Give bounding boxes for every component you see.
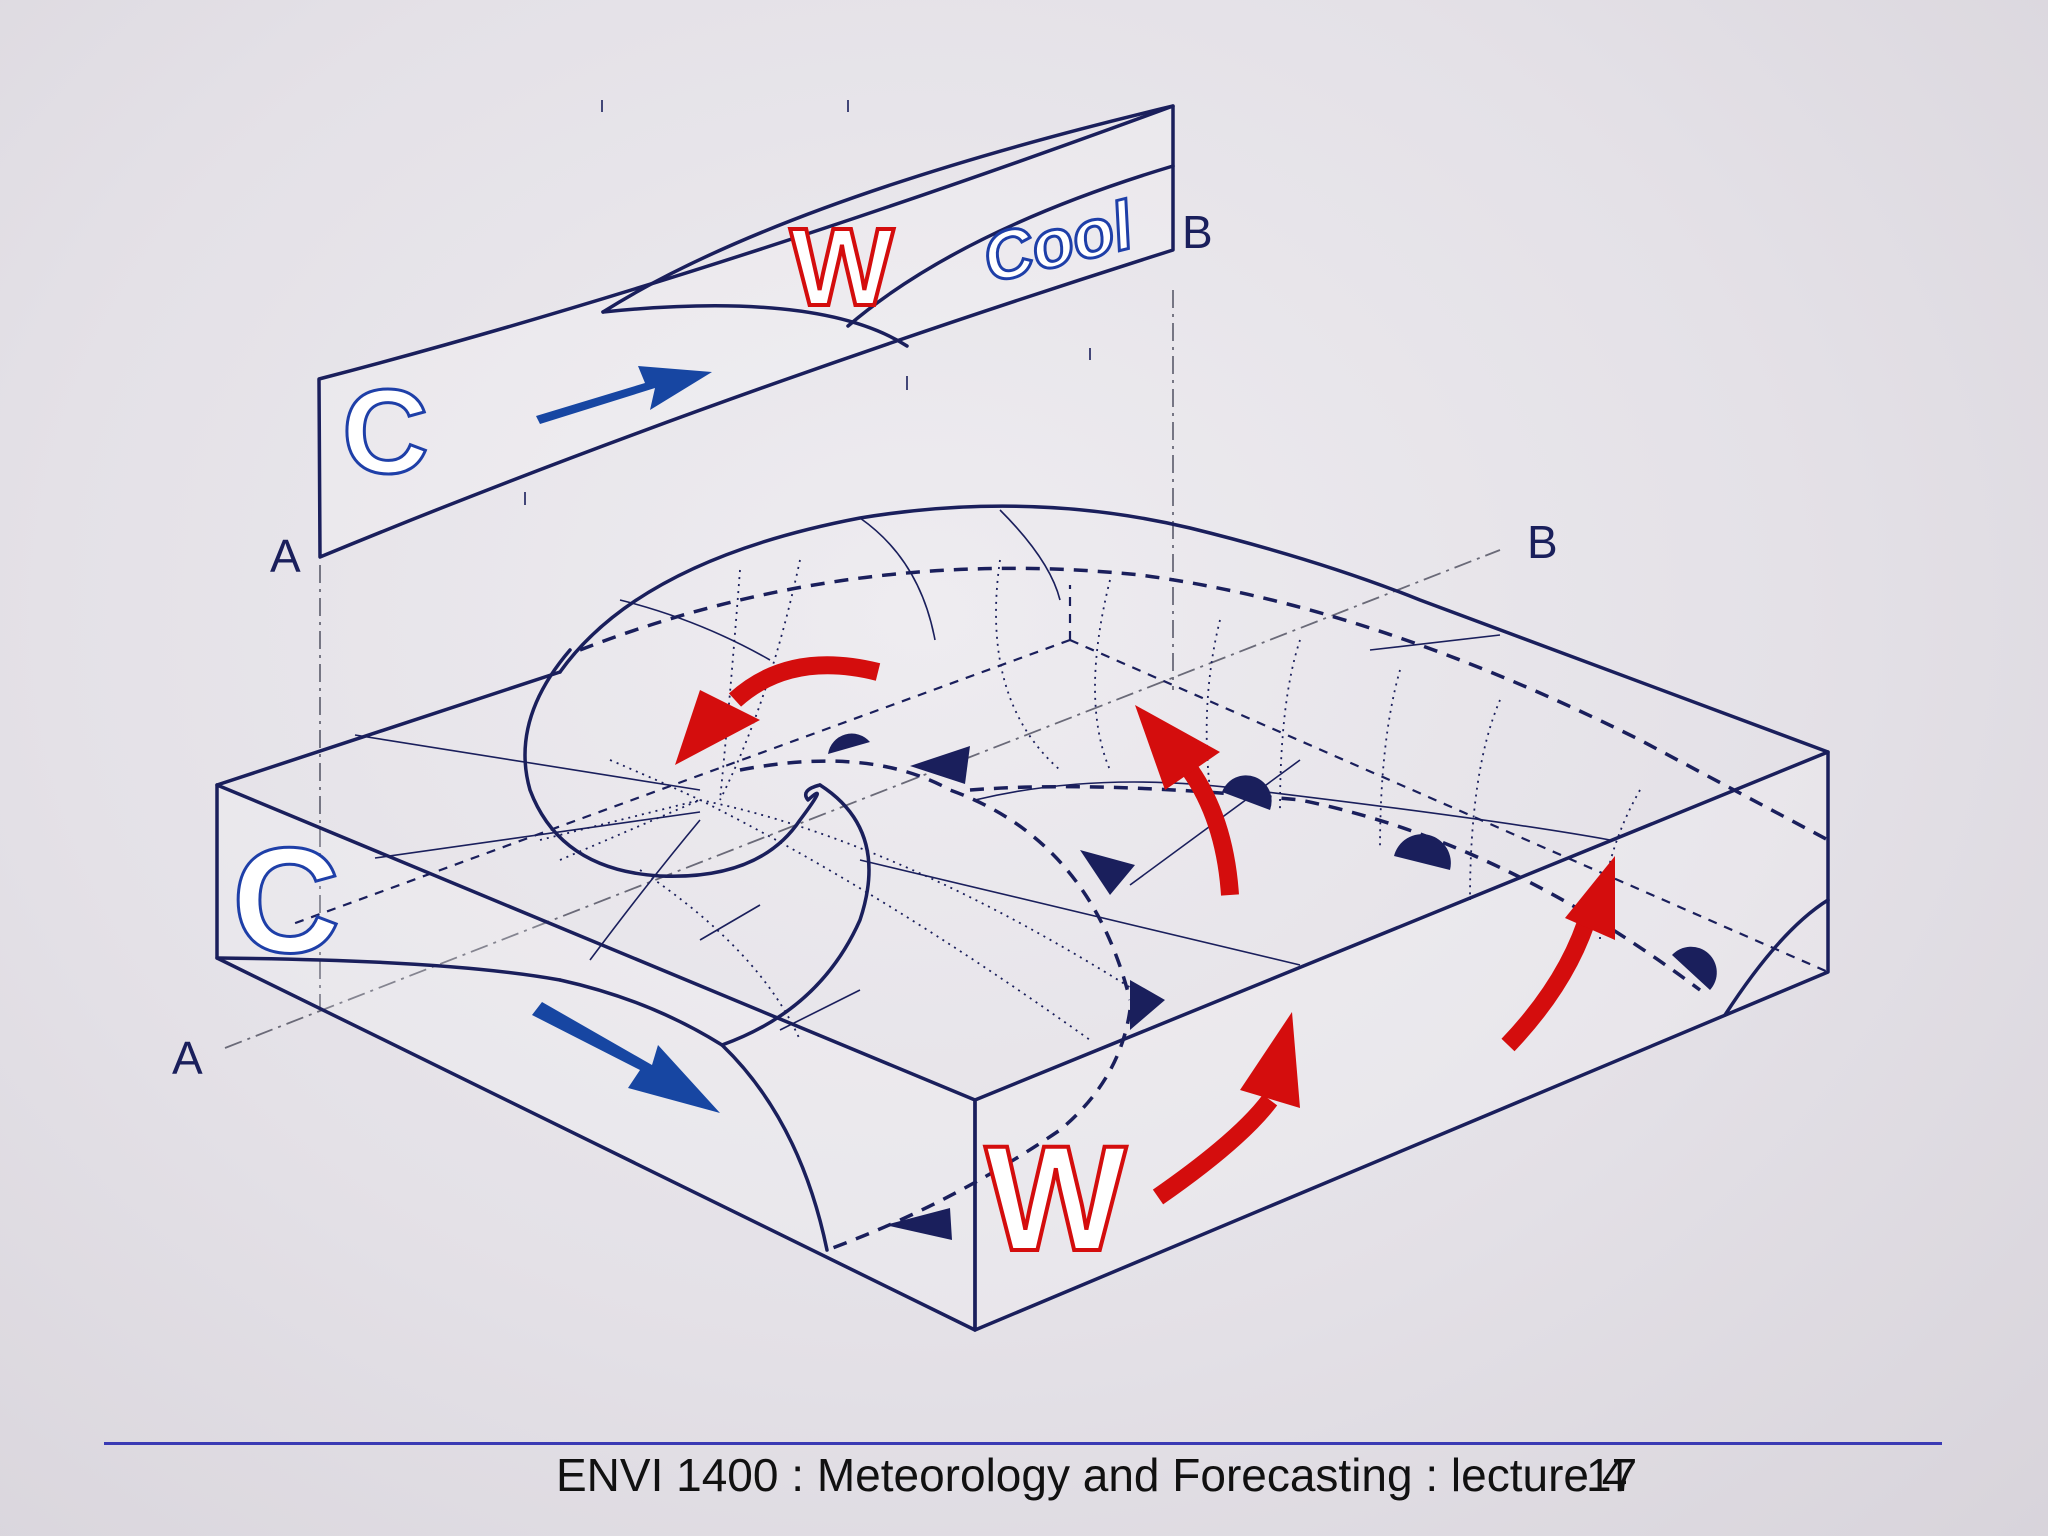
hidden-edge-left — [289, 638, 1071, 927]
warm-sector-boundary — [720, 783, 871, 1047]
block-top-back-left — [215, 670, 562, 787]
occlusion-spiral — [523, 648, 822, 878]
surface-front — [739, 759, 1132, 1001]
block: C W A B — [172, 504, 1830, 1332]
warm-arrow-rising-head — [1135, 705, 1220, 790]
right-dome-curve — [1723, 898, 1830, 1017]
cold-front-triangle — [885, 1208, 952, 1240]
tick-marks — [524, 100, 1091, 505]
warm-arrow-curl-head — [675, 690, 760, 765]
footer-course-text: ENVI 1400 : Meteorology and Forecasting … — [556, 1449, 1628, 1501]
warm-front-semicircle — [1222, 775, 1272, 810]
cross-section-outline — [317, 104, 1175, 559]
cold-dome-edge — [215, 956, 562, 982]
warm-wedge-top — [601, 104, 1175, 314]
cold-air-arrow-block — [532, 1002, 720, 1113]
section-label-b: B — [1182, 206, 1213, 258]
warm-arrow-rising — [1182, 764, 1239, 896]
block-label-b: B — [1527, 516, 1558, 568]
front-symbols — [828, 733, 1717, 1240]
hidden-edge-floor — [1069, 638, 1829, 974]
footer-divider — [104, 1442, 1942, 1445]
slide-number: 17 — [1586, 1449, 1638, 1501]
cold-letter-block: C — [232, 816, 340, 984]
warm-arrow-curl — [728, 656, 881, 707]
cold-letter-upper: C — [342, 365, 429, 499]
cross-section-panel: C W Cool A B — [270, 100, 1213, 582]
section-line-ab — [224, 549, 1501, 1049]
warm-arrow-front-head — [1240, 1012, 1300, 1108]
surface-cold-front — [826, 1009, 1132, 1252]
warm-arrow-right-head — [1565, 856, 1615, 940]
warm-front-semicircle — [1672, 946, 1717, 990]
warm-letter-upper: W — [790, 206, 894, 329]
cold-front-triangle — [1130, 980, 1165, 1030]
warm-front-semicircle — [828, 733, 870, 754]
cloud-surface-outline — [558, 504, 1830, 754]
cold-front-triangle — [1080, 850, 1135, 895]
cold-air-arrow-upper — [536, 366, 712, 424]
section-label-a: A — [270, 530, 301, 582]
warm-air-arrows — [675, 656, 1615, 1205]
cold-air-boundary — [601, 304, 909, 348]
warm-letter-block: W — [985, 1114, 1127, 1282]
block-label-a: A — [172, 1032, 203, 1084]
warm-arrow-front — [1152, 1094, 1278, 1205]
cold-dome-front — [558, 978, 829, 1252]
cold-front-triangle — [910, 746, 970, 784]
cool-air-boundary — [846, 164, 1175, 328]
warm-front-semicircle — [1394, 834, 1451, 870]
